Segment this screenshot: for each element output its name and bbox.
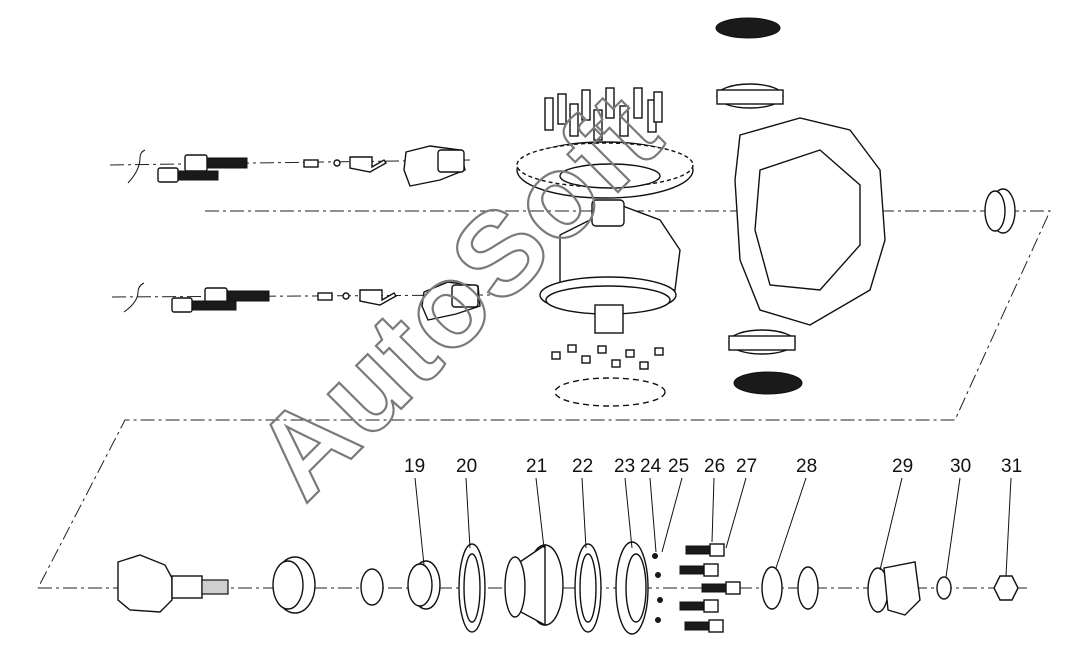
callout-label-27: 27 [736,456,757,477]
part-30-washer [936,576,952,600]
callout-label-24: 24 [640,456,662,477]
callout-label-21: 21 [526,456,547,477]
ring-gear [516,141,694,199]
output-bearing [984,188,1016,234]
callout-label-29: 29 [892,456,913,477]
part-23-cover [615,541,649,635]
part-29-yoke [867,561,921,616]
callout-label-20: 20 [456,456,477,477]
callout-label-28: 28 [796,456,817,477]
differential-housing [734,117,886,326]
callout-label-25: 25 [668,456,689,477]
part-31-nut [993,575,1019,601]
callout-label-19: 19 [404,456,425,477]
pinion-shaft [117,554,229,613]
part-28-seals [761,566,819,610]
part-19-bearing [407,560,441,610]
callout-label-30: 30 [950,456,971,477]
differential-carrier [539,199,681,334]
part-24-25-washers [652,553,663,623]
part-22-gasket [574,543,602,633]
callouts: 19 20 21 22 23 24 25 26 27 28 29 30 31 [404,456,1022,578]
part-20-gasket [458,543,486,633]
callout-label-31: 31 [1001,456,1022,477]
lower-bolt-assembly [111,281,491,321]
part-21-flange [504,543,564,627]
top-bearing-stack [715,17,784,109]
left-bearings [272,556,384,614]
callout-label-26: 26 [704,456,725,477]
callout-label-23: 23 [614,456,635,477]
part-26-27-bolts [679,543,741,633]
ring-gear-bolts [544,87,663,141]
upper-bolt-assembly [109,145,471,187]
callout-label-22: 22 [572,456,593,477]
spider-gears [551,344,666,407]
bottom-bearing-stack [728,329,803,395]
